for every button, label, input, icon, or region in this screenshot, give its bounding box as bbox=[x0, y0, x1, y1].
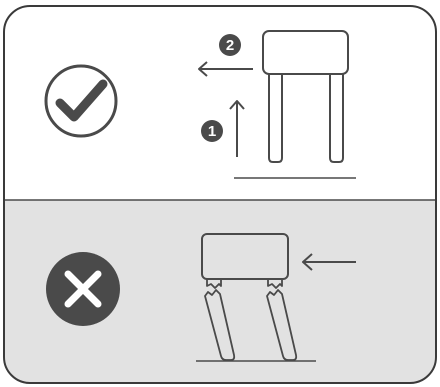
correct-panel bbox=[0, 0, 440, 200]
x-circle-icon bbox=[46, 252, 120, 326]
step-2-badge: 2 bbox=[219, 34, 241, 56]
step-2-number: 2 bbox=[226, 37, 234, 54]
step-1-number: 1 bbox=[208, 123, 216, 140]
step-1-badge: 1 bbox=[201, 120, 223, 142]
